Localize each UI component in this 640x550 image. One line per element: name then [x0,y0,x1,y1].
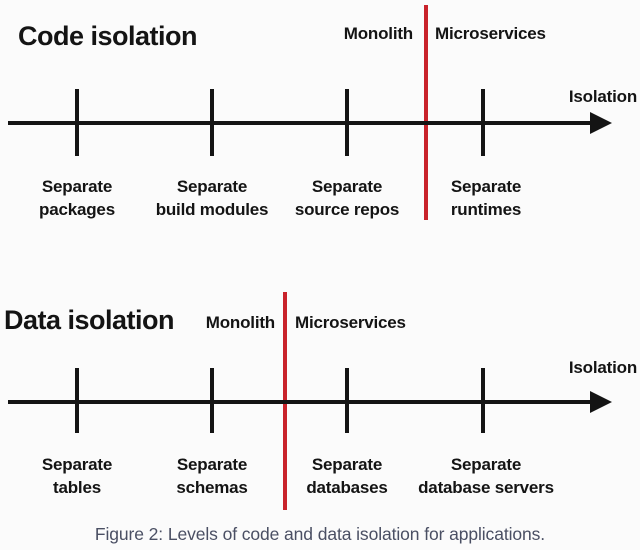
diagram-title-code-isolation: Code isolation [18,21,198,51]
tick-label-line: source repos [294,200,400,219]
tick-mark [210,368,214,433]
zone-label-monolith: Monolith [343,24,413,43]
diagram-title-data-isolation: Data isolation [4,305,175,335]
tick-label-line: Separate [41,455,113,474]
figure-caption: Figure 2: Levels of code and data isolat… [94,524,546,544]
tick-mark [345,89,349,156]
tick-label-line: Separate [311,177,383,196]
isolation-axis-line [8,121,590,125]
tick-label-line: packages [39,200,115,219]
zone-label-monolith: Monolith [205,313,275,332]
tick-label-line: Separate [311,455,383,474]
tick-mark [345,368,349,433]
axis-arrowhead-icon [590,391,612,413]
tick-label-separate-runtimes: Separate runtimes [406,175,566,221]
tick-mark [210,89,214,156]
tick-label-line: schemas [176,478,248,497]
tick-mark [75,89,79,156]
tick-label-line: Separate [450,177,522,196]
axis-arrowhead-icon [590,112,612,134]
tick-label-line: Separate [450,455,522,474]
isolation-axis-line [8,400,590,404]
tick-label-line: databases [306,478,388,497]
tick-label-line: Separate [41,177,113,196]
tick-mark [481,368,485,433]
tick-label-line: database servers [418,478,554,497]
axis-label-isolation: Isolation [568,358,637,377]
monolith-microservices-divider-line [424,5,428,220]
tick-label-separate-source-repos: Separate source repos [267,175,427,221]
tick-label-separate-packages: Separate packages [0,175,157,221]
tick-label-separate-build-modules: Separate build modules [132,175,292,221]
tick-label-separate-database-servers: Separate database servers [406,453,566,499]
tick-label-line: tables [53,478,101,497]
tick-label-line: Separate [176,455,248,474]
axis-label-isolation: Isolation [568,87,637,106]
zone-label-microservices: Microservices [435,24,546,43]
tick-label-line: runtimes [450,200,522,219]
tick-mark [75,368,79,433]
tick-label-separate-tables: Separate tables [0,453,157,499]
tick-label-line: Separate [176,177,248,196]
zone-label-microservices: Microservices [295,313,406,332]
tick-label-line: build modules [155,200,269,219]
tick-label-separate-databases: Separate databases [267,453,427,499]
tick-label-separate-schemas: Separate schemas [132,453,292,499]
tick-mark [481,89,485,156]
